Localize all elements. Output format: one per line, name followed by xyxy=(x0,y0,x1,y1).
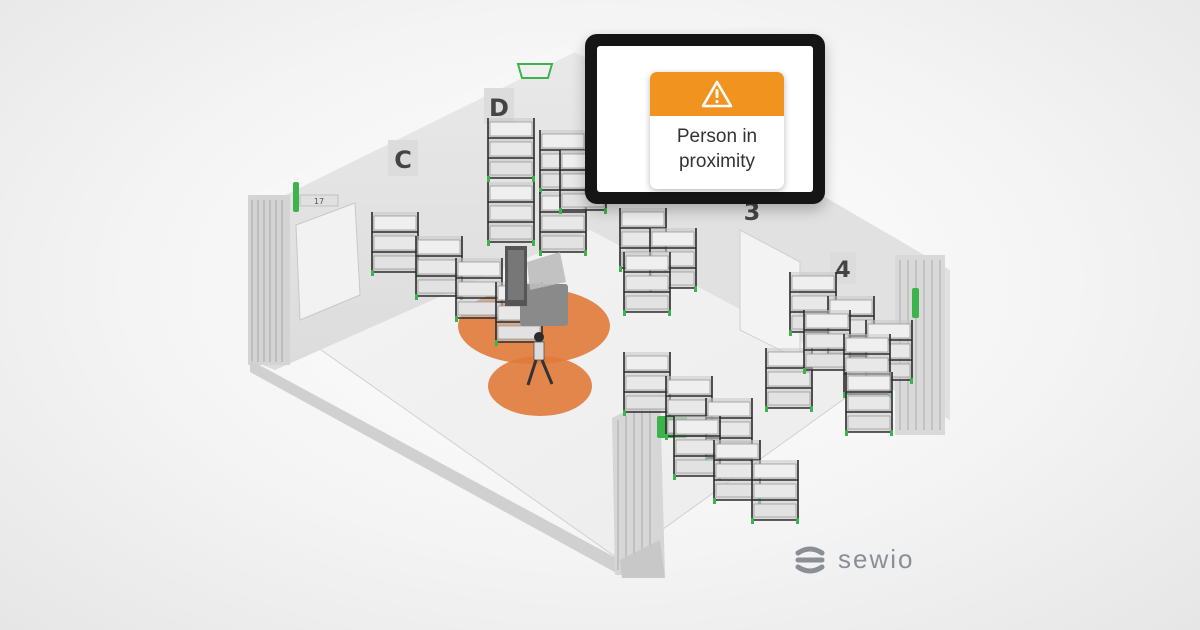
alert-header xyxy=(650,72,784,116)
left-doorway xyxy=(295,202,361,321)
logo-wordmark: sewio xyxy=(838,544,915,574)
sewio-logo: sewio xyxy=(792,544,914,575)
sewio-logo-icon xyxy=(795,546,825,573)
bay-sign-c xyxy=(388,140,418,176)
svg-text:D: D xyxy=(489,94,509,122)
right-anchor-icon xyxy=(912,288,919,318)
alert-message-line2: proximity xyxy=(678,151,755,172)
left-wall-panel xyxy=(248,195,290,365)
tablet-screen: Person in proximity xyxy=(597,46,813,192)
tablet-device: Person in proximity xyxy=(585,34,825,204)
door-sign xyxy=(299,194,339,207)
person-worker xyxy=(526,332,554,386)
svg-text:4: 4 xyxy=(835,258,850,283)
bay-sign-3: 3 xyxy=(744,198,761,226)
warning-triangle-icon xyxy=(701,80,733,108)
alert-message-line1: Person in xyxy=(676,126,758,147)
person-proximity-zone xyxy=(488,356,592,416)
front-partition xyxy=(612,394,665,578)
ceiling-anchor-icon xyxy=(516,63,554,79)
left-anchor-icon xyxy=(293,182,299,212)
forklift xyxy=(505,246,568,326)
proximity-alert-card: Person in proximity xyxy=(650,72,784,189)
svg-text:C: C xyxy=(394,146,412,174)
svg-text:17: 17 xyxy=(314,197,324,206)
alert-message: Person in proximity xyxy=(650,116,784,174)
